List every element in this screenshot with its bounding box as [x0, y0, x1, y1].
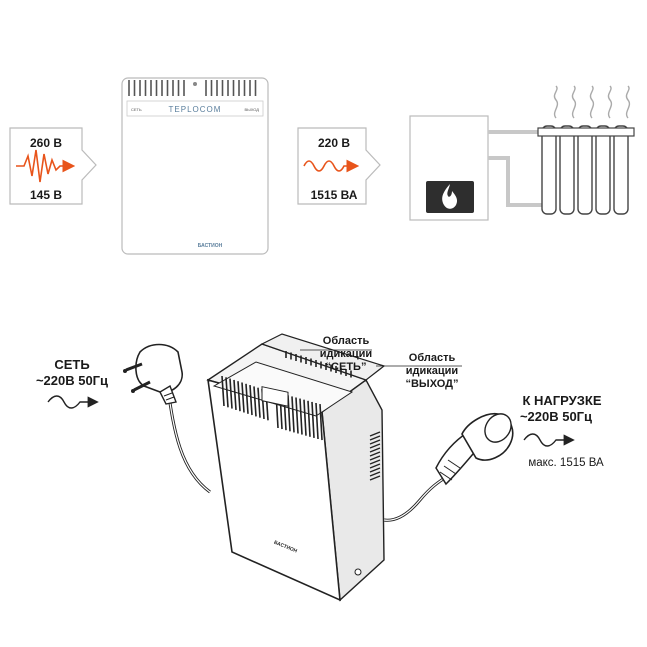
- ind-set-line1: Область: [323, 335, 370, 347]
- indicator-strip: [126, 100, 264, 117]
- stabilizer-3d: БАСТИОН: [206, 333, 386, 602]
- front-vent: [315, 402, 319, 440]
- side-vent: [369, 451, 381, 457]
- side-vent: [369, 439, 381, 445]
- strip-left-tag: СЕТЬ: [131, 107, 142, 112]
- mains-spec: ~220В 50Гц: [36, 373, 108, 388]
- output-voltage: 220 В: [318, 136, 350, 150]
- radiator-section: [595, 125, 611, 215]
- heat-wave: [571, 85, 577, 119]
- brand-name: TEPLOCOM: [169, 105, 222, 114]
- unstable-wave-icon: [16, 149, 76, 183]
- reset-button: [354, 568, 362, 576]
- output-power: 1515 ВА: [311, 188, 358, 202]
- radiator-section: [577, 125, 593, 215]
- ind-out-line2: идикации: [406, 365, 458, 377]
- flame-icon: [442, 184, 458, 209]
- side-vent: [369, 475, 381, 481]
- heating-pipes: [488, 130, 545, 207]
- mains-label: СЕТЬ: [54, 357, 89, 372]
- front-vent: [303, 399, 307, 436]
- radiator-section: [559, 125, 575, 215]
- front-vent: [221, 375, 225, 407]
- front-vent: [311, 401, 315, 438]
- front-vent: [233, 379, 237, 410]
- side-vent: [369, 463, 381, 469]
- heat-wave: [607, 85, 613, 119]
- side-vent: [369, 459, 381, 465]
- input-low-voltage: 145 В: [30, 188, 62, 202]
- ind-out-line1: Область: [409, 352, 456, 364]
- heat-waves-icon: [553, 85, 631, 119]
- front-vent: [307, 400, 311, 437]
- radiator: [537, 125, 635, 215]
- stable-wave-icon: [303, 159, 360, 173]
- ind-set-line2: идикации: [320, 348, 372, 360]
- front-vent: [319, 404, 323, 441]
- center-notch: [261, 386, 289, 407]
- front-vent: [291, 396, 295, 433]
- front-vent: [295, 397, 299, 434]
- mains-plug: [123, 343, 211, 494]
- front-vent: [253, 386, 257, 417]
- side-vent: [369, 467, 381, 473]
- vent-slots: [128, 80, 257, 96]
- front-vent: [249, 385, 253, 416]
- front-vent: [237, 381, 241, 412]
- radiator-collar: [537, 127, 635, 137]
- heat-wave: [553, 85, 559, 119]
- ind-out-line3: “ВЫХОД”: [405, 378, 458, 390]
- heat-wave: [625, 85, 631, 119]
- front-vent: [241, 382, 245, 413]
- front-vent: [225, 377, 229, 408]
- mains-wave-arrow: [47, 395, 99, 409]
- ind-set-line3: “СЕТЬ”: [326, 361, 367, 373]
- side-vent: [369, 443, 381, 449]
- bastion-logo: БАСТИОН: [198, 243, 223, 249]
- input-voltage-box: 260 В 145 В: [9, 127, 97, 205]
- radiator-section: [541, 125, 557, 215]
- gas-boiler: [409, 115, 489, 221]
- load-wave-arrow: [523, 433, 575, 447]
- load-spec: ~220В 50Гц: [520, 409, 592, 424]
- strip-right-tag: ВЫХОД: [245, 107, 260, 112]
- front-vent: [245, 383, 249, 414]
- front-vent: [229, 378, 233, 409]
- side-vent: [369, 455, 381, 461]
- radiator-section: [613, 125, 629, 215]
- stabilizer-unit: СЕТЬ TEPLOCOM ВЫХОД БАСТИОН: [121, 77, 269, 255]
- side-vent: [369, 435, 381, 441]
- front-vent: [257, 387, 261, 418]
- mount-hole: [193, 82, 197, 86]
- front-vent: [299, 398, 303, 435]
- load-max-power: макс. 1515 ВА: [528, 457, 604, 469]
- output-voltage-box: 220 В 1515 ВА: [297, 127, 381, 205]
- load-socket: [383, 412, 514, 522]
- side-vent: [369, 431, 381, 437]
- side-vent: [369, 447, 381, 453]
- load-label: К НАГРУЗКЕ: [522, 393, 601, 408]
- heat-wave: [589, 85, 595, 119]
- input-high-voltage: 260 В: [30, 136, 62, 150]
- side-vent: [369, 471, 381, 477]
